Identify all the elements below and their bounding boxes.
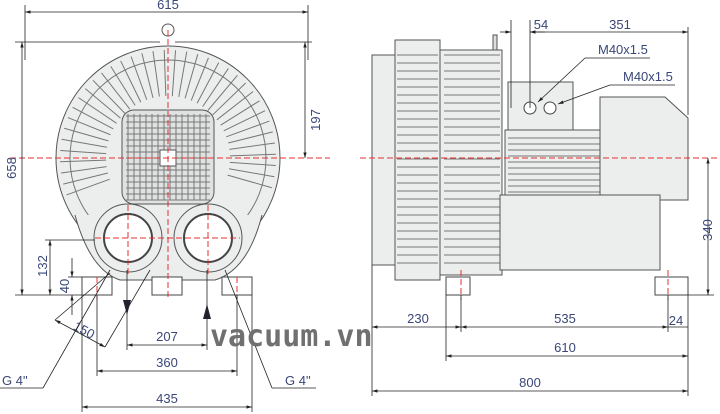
fin-line [110,66,136,106]
fan-housing-rear [439,49,503,276]
dim-150: 150 [71,318,97,341]
dim-54: 54 [534,17,548,32]
front-view [10,23,330,319]
fin-line [223,110,266,132]
fin-line [229,153,276,157]
motor-end-cap [599,96,689,201]
fin-line [61,138,108,148]
fin-line [207,74,238,111]
dim-207: 207 [156,329,178,344]
fin-line [101,72,131,110]
dim-610: 610 [554,340,576,355]
dim-132: 132 [35,255,50,277]
foot-center [151,276,183,296]
dim-24: 24 [669,313,683,328]
fin-line [229,161,276,167]
dim-535: 535 [554,311,576,326]
fin-line [72,106,114,130]
fin-line [216,91,254,121]
fin-line [184,54,199,99]
fin-line [66,178,110,196]
fin-line [163,50,167,97]
fin-line [190,57,209,101]
cable-gland-2 [543,101,557,115]
fan-housing-side [394,39,441,281]
cooling-fins [60,50,276,196]
motor-fins [508,137,600,193]
label-cable-gland-2: M40x1.5 [623,69,673,84]
side-foot-rear [654,276,689,296]
fin-line [130,56,148,100]
fin-line [202,68,229,107]
dim-40: 40 [57,279,72,293]
fin-line [212,82,247,116]
fin-line [226,120,270,138]
dim-658: 658 [4,157,19,179]
terminal-box [507,81,574,131]
side-view [360,34,718,300]
dim-800: 800 [519,375,541,390]
fin-line [228,131,273,144]
dim-230: 230 [407,311,429,326]
fin-line [152,50,160,97]
fin-line [64,127,109,142]
fin-line [63,172,108,185]
fin-line [60,149,107,155]
side-dimensions: 54 351 M40x1.5 M40x1.5 340 230 535 24 61… [371,17,715,396]
fin-line [171,50,177,97]
fin-line [78,97,117,124]
fin-line [227,174,272,189]
fin-line [141,53,154,98]
dim-435: 435 [156,391,178,406]
fin-line [229,142,276,150]
dim-615: 615 [157,0,179,12]
front-dimensions: 615 658 197 132 40 150 207 360 435 G 4" … [0,0,323,412]
fin-line [60,166,107,174]
motor-body [504,129,606,201]
label-g4-right: G 4" [285,373,311,388]
side-foot-front [445,276,471,296]
dim-360: 360 [156,355,178,370]
side-cooling-fins [397,54,500,264]
fin-line [220,100,260,126]
fin-line [228,168,275,178]
fin-line [196,62,220,104]
silencer-tube [499,194,661,271]
fin-line [178,51,188,98]
label-cable-gland-1: M40x1.5 [598,42,648,57]
dim-351: 351 [609,17,631,32]
fin-line [120,60,142,103]
housing-front-cover [371,54,398,266]
label-g4-left: G 4" [2,373,28,388]
watermark: vacuum.vn [210,319,373,354]
fin-line [92,79,126,114]
fin-line [60,159,107,163]
dim-340: 340 [700,219,715,241]
lifting-eye-side [492,34,498,51]
dim-197: 197 [308,109,323,131]
fin-line [67,117,111,136]
fin-line [84,88,121,119]
